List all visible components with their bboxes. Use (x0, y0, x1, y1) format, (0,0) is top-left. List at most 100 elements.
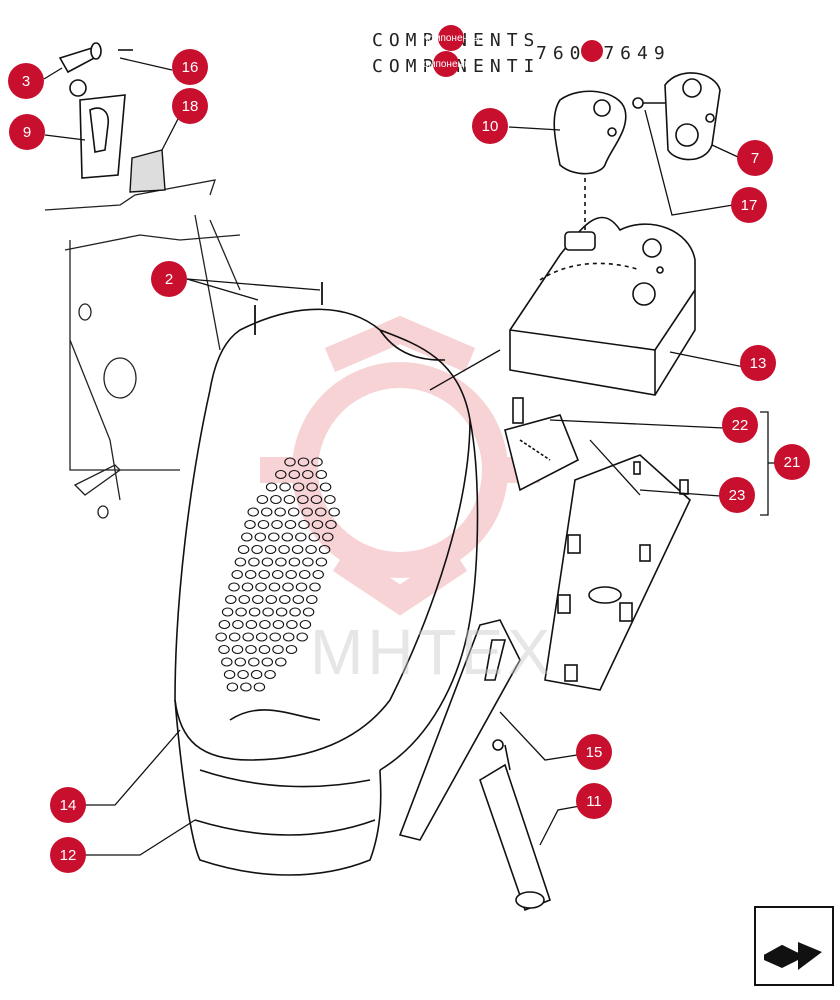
header-marker-2[interactable]: Компоненты (417, 51, 475, 77)
callout-10[interactable]: 10 (472, 108, 508, 144)
perforation-dot (244, 569, 257, 580)
seat-rods (254, 282, 323, 335)
perforation-dot (298, 569, 311, 580)
callout-16[interactable]: 16 (172, 49, 208, 85)
callout-11[interactable]: 11 (576, 783, 612, 819)
perforation-dot (261, 657, 274, 667)
perforation-dot (275, 657, 287, 667)
header-part-number: 76067649 (536, 43, 671, 64)
perforation-dot (271, 519, 283, 530)
perforation-dot (328, 507, 340, 517)
perforation-dot (308, 532, 321, 542)
perforation-dot (289, 607, 301, 617)
perforation-dot (312, 569, 324, 580)
perforation-dot (225, 594, 237, 605)
perforation-dot (245, 619, 258, 630)
perforation-dot (285, 644, 298, 655)
perforation-dot (228, 632, 241, 642)
perforation-dot (226, 682, 239, 692)
perforation-dot (265, 482, 278, 492)
perforation-dot (301, 507, 313, 517)
perforation-dot (223, 669, 236, 680)
switch-plate (664, 72, 721, 161)
callout-22[interactable]: 22 (722, 407, 758, 443)
perforation-dot (311, 457, 323, 467)
perforation-dot (272, 644, 284, 655)
perforation-dot (238, 594, 251, 605)
perforation-dot (302, 469, 314, 480)
perforation-dot (215, 632, 227, 642)
perforation-dot (286, 619, 298, 630)
perforation-dot (251, 544, 263, 555)
perforation-dot (305, 544, 317, 555)
perforation-dot (292, 594, 305, 605)
next-page-button[interactable] (754, 906, 834, 986)
perforation-dot (278, 544, 290, 555)
callout-17[interactable]: 17 (731, 187, 767, 223)
perforation-dot (247, 507, 259, 517)
perforation-dot (257, 519, 270, 530)
callout-3[interactable]: 3 (8, 63, 44, 99)
perforation-dot (319, 482, 332, 492)
perforation-dot (295, 532, 307, 542)
perforation-dot (315, 557, 328, 567)
perforation-dot (248, 607, 261, 617)
perforation-dot (256, 494, 269, 505)
perforation-dot (261, 557, 274, 567)
callout-9[interactable]: 9 (9, 114, 45, 150)
callout-13[interactable]: 13 (740, 345, 776, 381)
perforation-dot (254, 532, 267, 542)
perforation-dot (228, 582, 240, 592)
seat-cushion (174, 308, 479, 876)
perforation-dot (259, 619, 271, 630)
perforation-dot (234, 557, 247, 567)
perforation-dot (268, 582, 281, 592)
decal (129, 149, 166, 193)
watermark-text: МНТЕХ (310, 616, 554, 688)
perforation-dot (291, 544, 304, 555)
perforation-dot (295, 582, 308, 592)
perforation-dot (302, 557, 314, 567)
perforation-dot (235, 607, 247, 617)
cab-outline (44, 179, 241, 519)
perforation-dot (234, 657, 247, 667)
callout-18[interactable]: 18 (172, 88, 208, 124)
header-marker[interactable]: Компоненты (422, 25, 480, 51)
callout-14[interactable]: 14 (50, 787, 86, 823)
lock-mechanism (504, 397, 580, 492)
slider-rail (398, 619, 521, 841)
perforation-dot (302, 607, 315, 617)
perforation-dot (318, 544, 331, 555)
perforation-dot (310, 494, 323, 505)
callout-21[interactable]: 21 (774, 444, 810, 480)
perforation-dot (285, 569, 297, 580)
perforation-dot (297, 457, 310, 467)
perforation-dot (274, 507, 286, 517)
callout-12[interactable]: 12 (50, 837, 86, 873)
perforation-dot (306, 482, 318, 492)
perforation-dot (275, 469, 287, 480)
pin (58, 42, 133, 74)
perforation-dot (258, 569, 270, 580)
perforation-dot (258, 644, 271, 655)
perforation-dot (279, 482, 291, 492)
perforation-dot (250, 669, 263, 680)
perforation-dot (221, 607, 234, 617)
callout-15[interactable]: 15 (576, 734, 612, 770)
callout-23[interactable]: 23 (719, 477, 755, 513)
armrest-console (509, 216, 696, 396)
callout-2[interactable]: 2 (151, 261, 187, 297)
callout-7[interactable]: 7 (737, 140, 773, 176)
perforation-dot (288, 557, 301, 567)
perforation-dot (218, 619, 231, 630)
perforation-dot (315, 469, 328, 480)
perforation-dot (240, 682, 252, 692)
perforation-dot (275, 557, 287, 567)
arrow-next-icon (763, 942, 822, 970)
perforation-dot (237, 544, 250, 555)
perforation-dot (275, 607, 288, 617)
perforation-dot (322, 532, 334, 542)
perforation-dot (288, 469, 301, 480)
part-number-marker[interactable] (581, 40, 603, 62)
